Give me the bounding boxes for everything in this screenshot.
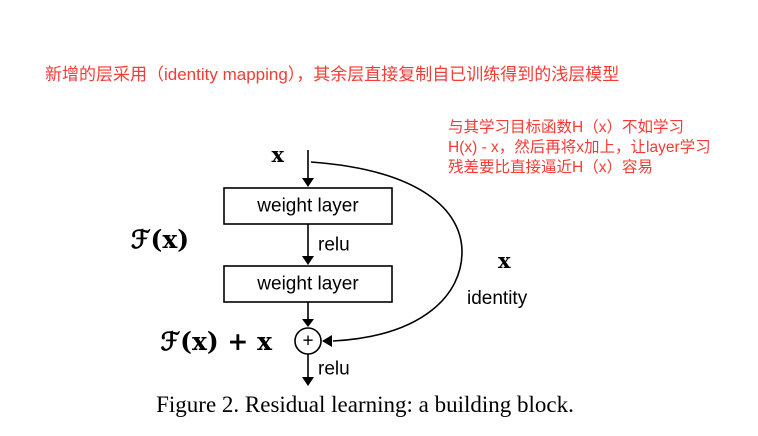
weight-layer-1-label: weight layer	[256, 196, 359, 217]
skip-x-label: x	[498, 248, 511, 273]
input-arrowhead-icon	[302, 178, 314, 187]
residual-function-label: ℱ(x)	[131, 225, 189, 254]
side-annotation-line-1: 与其学习目标函数H（x）不如学习	[448, 119, 684, 136]
identity-skip-curve	[310, 161, 463, 342]
figure-caption: Figure 2. Residual learning: a building …	[156, 392, 574, 417]
sum-in-arrowhead-icon	[302, 319, 314, 327]
top-annotation: 新增的层采用（identity mapping），其余层直接复制自已训练得到的浅…	[45, 65, 620, 84]
side-annotation: 与其学习目标函数H（x）不如学习 H(x) - x，然后再将x加上，让layer…	[448, 118, 753, 178]
sum-output-label: ℱ(x) + x	[161, 327, 274, 356]
mid-arrowhead-icon	[302, 256, 314, 265]
relu-out-label: relu	[318, 359, 350, 380]
weight-layer-1-box	[223, 187, 393, 225]
weight-layer-2-label: weight layer	[256, 274, 359, 295]
identity-label: identity	[467, 288, 528, 309]
output-arrowhead-icon	[302, 377, 314, 386]
skip-arrowhead-icon	[322, 335, 332, 347]
plus-sign: +	[302, 331, 313, 352]
input-x-label: x	[271, 142, 284, 167]
weight-layer-2-box	[223, 265, 393, 303]
relu-mid-label: relu	[318, 235, 350, 256]
side-annotation-line-3: 残差要比直接逼近H（x）容易	[448, 159, 653, 176]
side-annotation-line-2: H(x) - x，然后再将x加上，让layer学习	[448, 139, 711, 156]
